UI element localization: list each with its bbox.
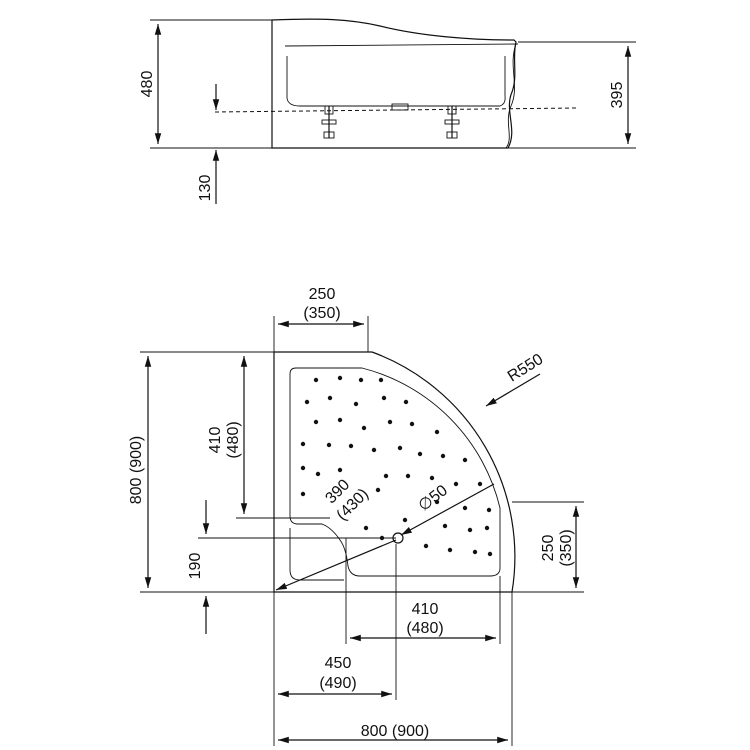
dim-395-label: 395	[609, 82, 626, 109]
dim-top-350-label: (350)	[303, 305, 340, 322]
dim-bottom-800-label: 800 (900)	[361, 723, 430, 740]
dim-left-800-label: 800 (900)	[128, 436, 145, 505]
leg-left	[321, 105, 337, 139]
tray-side-top	[284, 43, 519, 47]
dim-top-250-label: 250	[309, 286, 336, 303]
drain-side	[391, 103, 409, 111]
tray-side-basin	[286, 56, 506, 107]
tray-side-outline	[271, 18, 517, 149]
dim-right-350-label: (350)	[558, 529, 575, 566]
tray-plan-step	[289, 528, 344, 581]
plan-view: 250 (350) R550 800 (900) 410 (480) 390 (…	[128, 286, 584, 746]
dim-radius-label: R550	[505, 351, 547, 386]
anti-slip-dots	[300, 375, 493, 557]
dim-450-label: 450	[325, 655, 352, 672]
tray-plan-inner	[289, 367, 501, 577]
dim-inner-480-label: (480)	[225, 421, 242, 458]
leg-right	[444, 105, 460, 139]
dim-bottom-480-label: (480)	[406, 620, 443, 637]
dim-480-label: 480	[139, 71, 156, 98]
side-view: 480 395 130	[139, 18, 636, 204]
dim-bottom-410-label: 410	[412, 601, 439, 618]
dim-inner-410-label: 410	[207, 427, 224, 454]
dim-130-label: 130	[197, 175, 214, 202]
dim-490-label: (490)	[319, 675, 356, 692]
dim-right-250-label: 250	[540, 535, 557, 562]
tray-plan-outer	[273, 351, 516, 593]
tray-side-apron-curve	[505, 43, 517, 149]
dim-190-label: 190	[187, 553, 204, 580]
